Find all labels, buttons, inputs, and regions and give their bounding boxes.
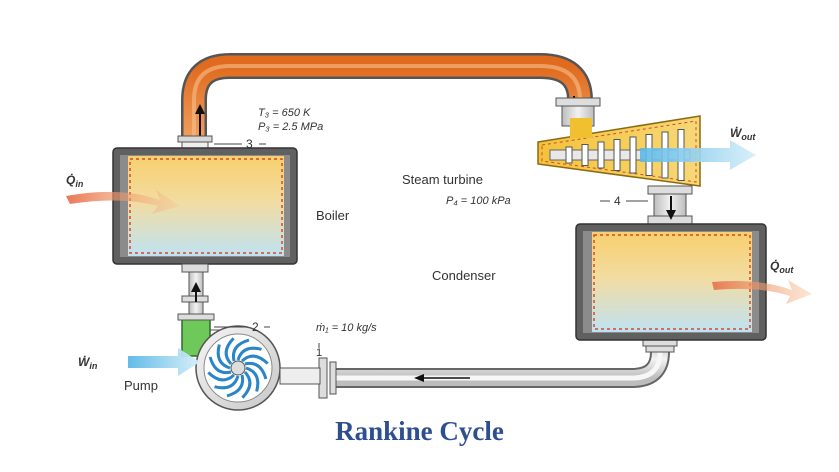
w-out-symbol: Ẇout [730,125,756,142]
impeller-vane [241,370,252,399]
return-flow-arrow [414,374,470,382]
steam-flow-arrow-up [195,104,205,140]
impeller-vane [231,338,250,362]
w-out-arrow [640,140,756,170]
impeller-vane [245,366,260,392]
boiler-outlet-flange [177,135,213,149]
pump [177,313,281,411]
impeller-vane [236,346,262,361]
steam-turbine [537,97,701,187]
impeller-vane [240,354,269,365]
impeller-vane [224,337,235,366]
w-in-arrow [128,348,200,376]
impeller-vane [214,375,240,390]
q-out-arrow [712,280,812,304]
condensate-return-pipe [279,339,678,399]
feedwater-flow-arrow [191,282,201,302]
state3-temperature-label: T₃ = 650 K [258,107,311,119]
boiler-label: Boiler [316,208,350,223]
turbine-blade [565,146,573,164]
turbine-exhaust-pipe [647,185,693,225]
q-in-symbol: Q̇in [66,172,84,189]
w-in-symbol: Ẇin [78,354,98,371]
steam-pipe [181,53,593,140]
mass-flow-label: ṁ₁ = 10 kg/s [316,322,377,334]
turbine-blade [613,139,621,171]
turbine-blade [597,141,605,169]
condenser-label: Condenser [432,268,496,283]
impeller-vane [216,344,231,370]
impeller-vane [207,371,236,382]
turbine-blade [581,144,589,166]
state3-pressure-label: P₃ = 2.5 MPa [258,121,323,133]
turbine-blade [629,136,637,174]
impeller-vane [226,374,245,398]
impeller-vane [208,356,232,375]
state2-label: 2 [252,320,259,334]
boiler [112,147,298,265]
state4-label: 4 [614,194,621,208]
state4-pressure-label: P₄ = 100 kPa [446,195,511,207]
impeller-vane [244,361,268,380]
pump-label: Pump [124,378,158,393]
diagram-caption: Rankine Cycle [335,416,504,446]
steam-turbine-label: Steam turbine [402,172,483,187]
state1-label: 1 [316,347,322,359]
state3-label: 3 [246,137,253,151]
q-out-symbol: Q̇out [770,258,794,275]
q-in-arrow [66,190,180,214]
